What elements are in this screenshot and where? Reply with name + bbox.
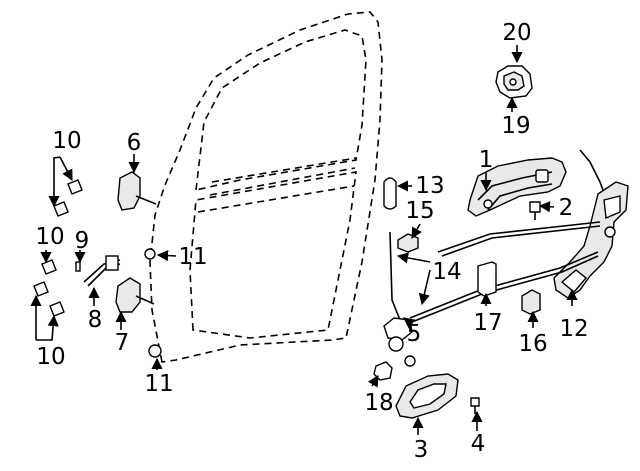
callout-4: 4 [471,431,486,457]
part-screw-4 [470,397,480,414]
part-striker [495,65,533,99]
callout-6: 6 [127,130,142,156]
part-latch-assembly [553,149,629,299]
part-outside-handle [467,157,567,217]
callout-9: 9 [75,228,90,254]
callout-3: 3 [414,437,429,463]
part-knob [383,177,397,210]
callout-5: 5 [407,321,422,347]
part-upper-hinge [117,171,157,211]
callout-16: 16 [518,331,547,357]
callout-11-upper: 11 [178,244,207,270]
callout-19: 19 [501,113,530,139]
part-inside-handle [395,373,459,419]
callout-11-lower: 11 [144,371,173,397]
callout-7: 7 [115,330,130,356]
part-rod-holder [477,261,497,297]
part-bolts [33,179,83,317]
callout-2: 2 [559,195,574,221]
part-lower-hinge [115,277,155,313]
callout-17: 17 [473,310,502,336]
callout-15: 15 [405,198,434,224]
callout-12: 12 [559,316,588,342]
part-bracket [521,289,541,315]
callout-1: 1 [479,147,494,173]
callout-10-middle: 10 [35,224,64,250]
callout-10-top: 10 [52,128,81,154]
part-clip-15 [397,233,419,253]
door-outline [149,11,383,363]
leader-arrows [30,45,578,435]
part-pin [75,261,81,272]
callout-18: 18 [364,390,393,416]
part-nuts [144,248,162,358]
callout-20: 20 [502,20,531,46]
callout-14: 14 [432,259,461,285]
part-rods [389,221,601,323]
callout-10-bottom: 10 [36,344,65,370]
part-check-link [83,255,121,287]
callout-labels: 20 19 1 2 13 15 14 17 16 12 5 18 3 4 6 1… [35,20,588,463]
part-screw-2 [529,201,541,220]
callout-13: 13 [415,173,444,199]
callout-8: 8 [88,307,103,333]
